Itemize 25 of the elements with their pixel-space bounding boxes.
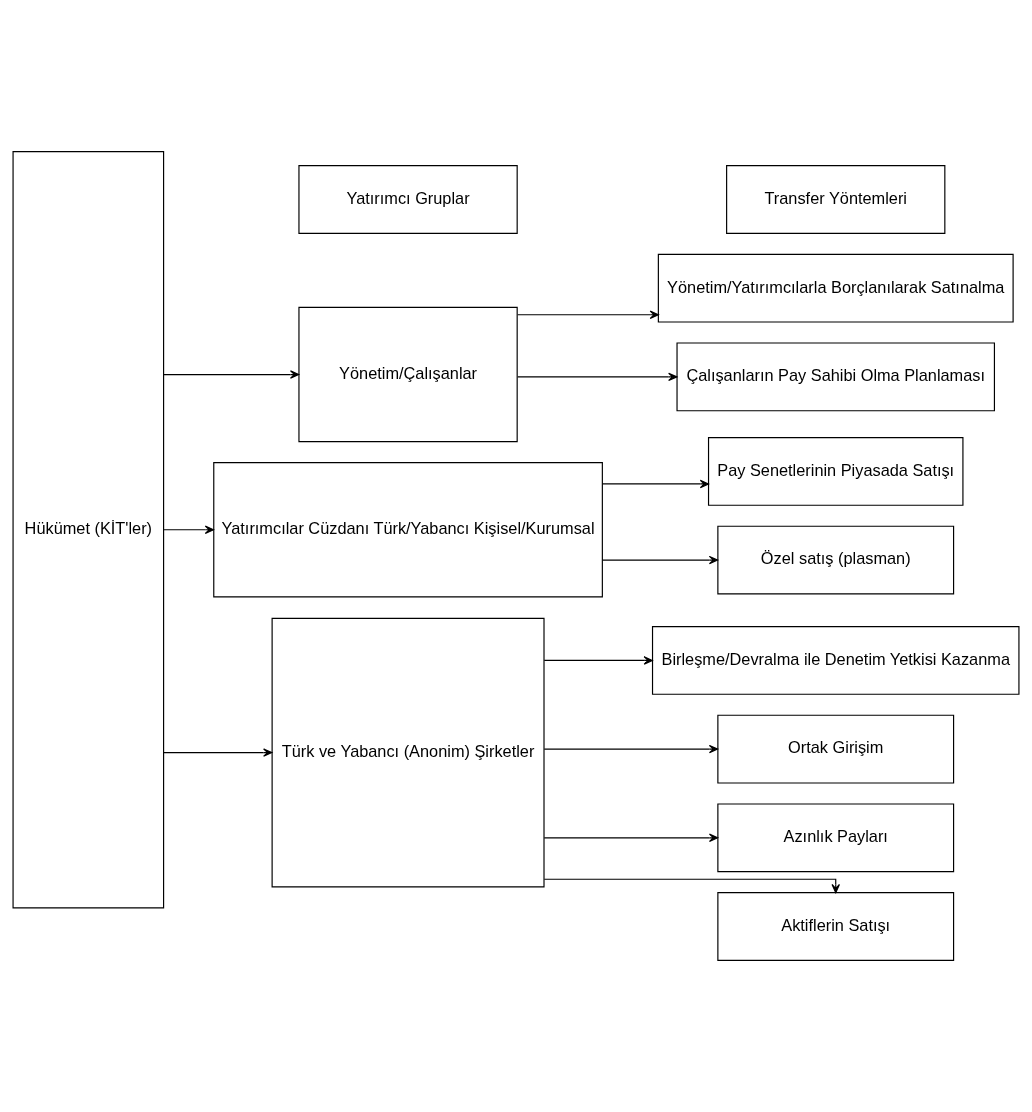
node-box: Birleşme/Devralma ile Denetim Yetkisi Kazanma [651,626,1020,695]
node-box: Hükümet (KİT'ler) [12,151,165,909]
node-box: Yönetim/Yatırımcılarla Borçlanılarak Satınalma [657,253,1014,323]
arrow [601,555,719,565]
node-box: Aktiflerin Satışı [717,892,955,961]
arrow [601,479,710,489]
arrow [543,656,653,665]
node-box: Yönetim/Çalışanlar [298,306,518,443]
arrow [163,525,215,534]
node-box: Yatırımcı Gruplar [298,165,518,234]
arrow [163,748,273,757]
arrow [543,878,840,894]
arrow [517,372,678,382]
arrow [517,310,659,319]
node-box: Çalışanların Pay Sahibi Olma Planlaması [676,342,995,412]
node-box: Azınlık Payları [717,803,955,873]
arrow [163,370,300,379]
node-box: Transfer Yöntemleri [726,165,946,234]
node-box: Özel satış (plasman) [717,525,955,595]
arrow [543,833,719,843]
node-box: Ortak Girişim [717,714,955,784]
node-box: Yatırımcılar Cüzdanı Türk/Yabancı Kişisel/Kurumsal [213,462,603,598]
arrow [543,744,719,754]
node-box: Pay Senetlerinin Piyasada Satışı [707,436,964,506]
node-box: Türk ve Yabancı (Anonim) Şirketler [271,617,545,888]
